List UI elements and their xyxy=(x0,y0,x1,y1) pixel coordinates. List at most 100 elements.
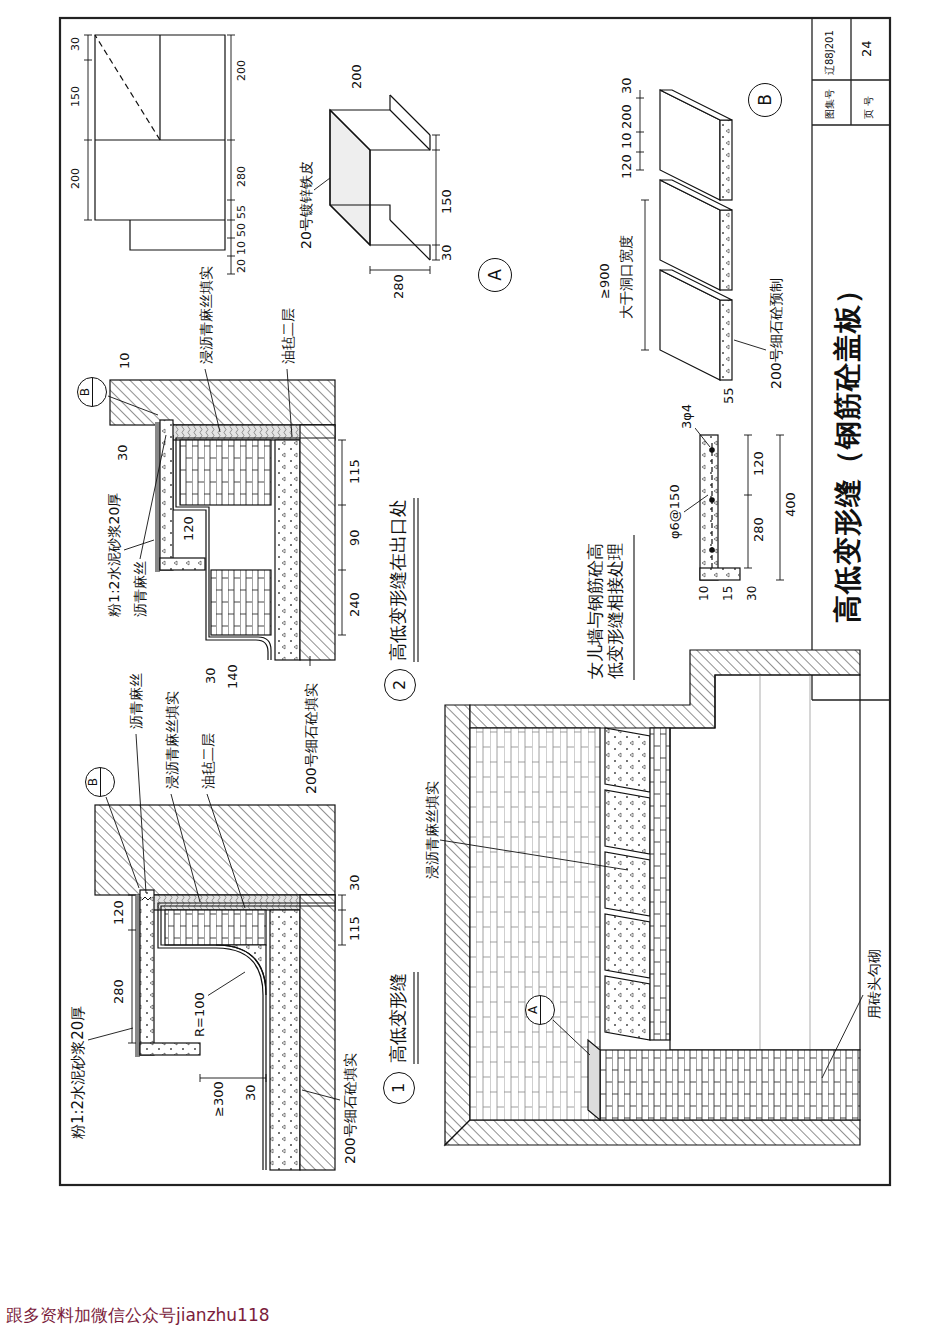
callout-letter: B xyxy=(79,388,91,396)
section-detail-1 xyxy=(88,734,418,1170)
note-label: 200号细石砼填实 xyxy=(342,1052,358,1165)
leader-line xyxy=(140,435,166,559)
precast-slab-detail xyxy=(660,90,732,120)
callout-letter: A xyxy=(486,269,505,281)
sheet-frame xyxy=(60,18,890,1185)
dimension: 30 xyxy=(116,443,131,462)
dimension: 200 xyxy=(350,63,365,90)
dimension-line xyxy=(128,895,346,1082)
leader-line xyxy=(88,1028,133,1040)
dimension-line xyxy=(776,435,784,580)
callout-letter: 2 xyxy=(391,680,409,690)
note-label: 大于洞口宽度 xyxy=(618,234,634,320)
leader-line xyxy=(204,972,245,998)
dimension: 200 xyxy=(620,103,635,130)
parapet-perspective xyxy=(445,705,470,1145)
drawing-caption: 高低变形缝在出口处 xyxy=(388,498,409,662)
leader-line xyxy=(205,369,220,432)
leader-line xyxy=(695,428,710,447)
dimension: 30 xyxy=(746,585,760,602)
note-label: 浸沥青麻丝填实 xyxy=(424,780,440,880)
leader-line xyxy=(684,428,710,512)
section-detail-1 xyxy=(140,1043,200,1055)
dimension: 240 xyxy=(348,591,363,618)
section-detail-2 xyxy=(108,369,418,666)
note-label: 200号细石砼填实 xyxy=(303,682,319,795)
note-label: 粉1:2水泥砂浆20厚 xyxy=(70,1005,87,1140)
dimension-line xyxy=(200,1074,266,1082)
dimension: 280 xyxy=(752,516,767,543)
note-label: 用砖头勾砌 xyxy=(866,948,882,1020)
dimension-line xyxy=(338,440,346,635)
dimension: 400 xyxy=(784,491,799,518)
note-label: 浸沥青麻丝填实 xyxy=(198,265,214,365)
section-detail-2 xyxy=(300,425,335,660)
dimension: 20 xyxy=(236,258,249,274)
dimension-line xyxy=(744,435,784,580)
precast-slab-detail xyxy=(660,270,720,380)
callout-circle: B xyxy=(748,83,782,117)
dimension: 15 xyxy=(722,585,736,602)
caption-underline xyxy=(633,535,634,680)
callout-letter: 1 xyxy=(390,1083,408,1093)
dimension: 200 xyxy=(236,59,249,82)
section-detail-2 xyxy=(275,440,300,660)
dimension-line xyxy=(636,90,644,170)
precast-slab-detail xyxy=(720,210,732,290)
dimension: 115 xyxy=(348,458,363,485)
section-detail-1 xyxy=(135,895,140,1057)
leader-line xyxy=(108,369,310,666)
section-detail-1 xyxy=(165,910,266,945)
sheet-metal-cap-detail xyxy=(370,135,430,260)
parapet-perspective xyxy=(440,535,863,1145)
section-detail-2 xyxy=(176,438,335,660)
leader-line xyxy=(287,369,292,437)
dimension: 90 xyxy=(348,528,363,547)
sheet-metal-cap-detail xyxy=(330,95,390,220)
caption-underline xyxy=(414,498,418,662)
leader-line xyxy=(822,995,863,1078)
callout-circle: A xyxy=(478,258,512,292)
section-detail-2 xyxy=(173,435,268,660)
rebar-detail xyxy=(710,548,714,552)
callout-letter: A xyxy=(527,1006,539,1014)
note-label: 20号镀锌铁皮 xyxy=(298,160,314,250)
section-detail-2 xyxy=(211,570,271,635)
section-detail-1 xyxy=(158,903,335,1170)
plan-outline xyxy=(95,35,160,140)
dimension: ≥300 xyxy=(212,1080,227,1118)
callout-letter: B xyxy=(87,778,99,786)
section-detail-1 xyxy=(270,910,300,1170)
precast-slab-detail xyxy=(660,180,720,290)
rebar-detail xyxy=(684,428,784,580)
dimension-line xyxy=(432,135,440,260)
parapet-perspective xyxy=(605,914,650,978)
sheet-metal-cap-detail xyxy=(330,95,430,260)
dimension-line xyxy=(636,90,649,350)
dimension: ≥900 xyxy=(598,262,613,300)
parapet-perspective xyxy=(600,1050,860,1120)
section-detail-1 xyxy=(161,906,335,1170)
leader-line xyxy=(684,495,708,512)
title-block-text: 24 xyxy=(860,39,875,58)
precast-slab-detail xyxy=(660,90,720,200)
rebar-detail xyxy=(710,448,714,452)
leader-line xyxy=(106,797,139,888)
rebar-detail xyxy=(700,435,718,580)
dimension-line xyxy=(338,895,346,945)
dimension-line xyxy=(84,35,92,220)
dimension: 10 xyxy=(698,585,712,602)
leader-line xyxy=(440,840,628,870)
rebar-detail xyxy=(710,498,714,502)
dimension: 120 xyxy=(112,899,127,926)
dimension: 280 xyxy=(112,978,127,1005)
title-block-text: 页 号 xyxy=(863,95,875,120)
note-label: 沥青麻丝 xyxy=(132,560,148,618)
parapet-perspective xyxy=(588,1040,600,1120)
note-label: 粉1:2水泥砂浆20厚 xyxy=(106,492,122,618)
note-label: 油毡二层 xyxy=(280,307,296,365)
dimension: 280 xyxy=(236,165,249,188)
leader-line xyxy=(553,1020,590,1055)
